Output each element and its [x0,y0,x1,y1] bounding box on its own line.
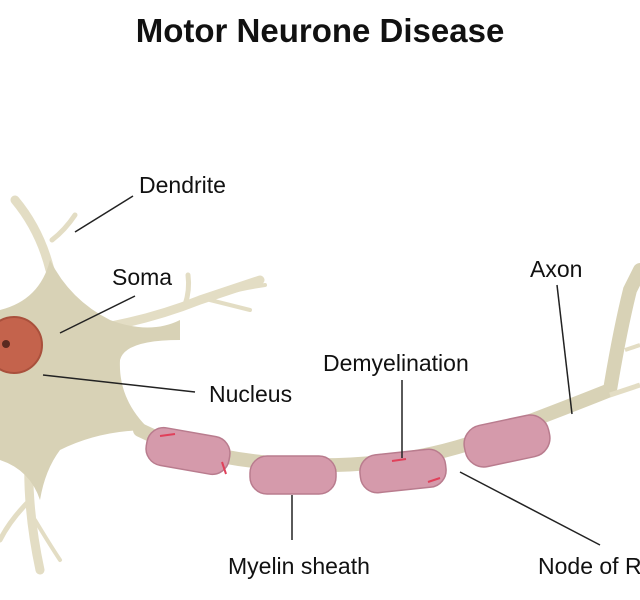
nucleus [0,316,43,374]
label-dendrite: Dendrite [139,172,226,198]
damage-marks [159,433,441,483]
label-myelin-sheath: Myelin sheath [228,553,370,579]
label-nucleus: Nucleus [209,381,293,407]
label-axon: Axon [530,256,583,282]
label-node-of-ranvier: Node of R [538,553,640,579]
label-demyelination: Demyelination [323,350,469,376]
leader-lines [42,195,601,546]
myelin-segments [145,414,551,495]
diagram-title: Motor Neurone Disease [135,12,505,49]
label-soma: Soma [112,264,173,290]
